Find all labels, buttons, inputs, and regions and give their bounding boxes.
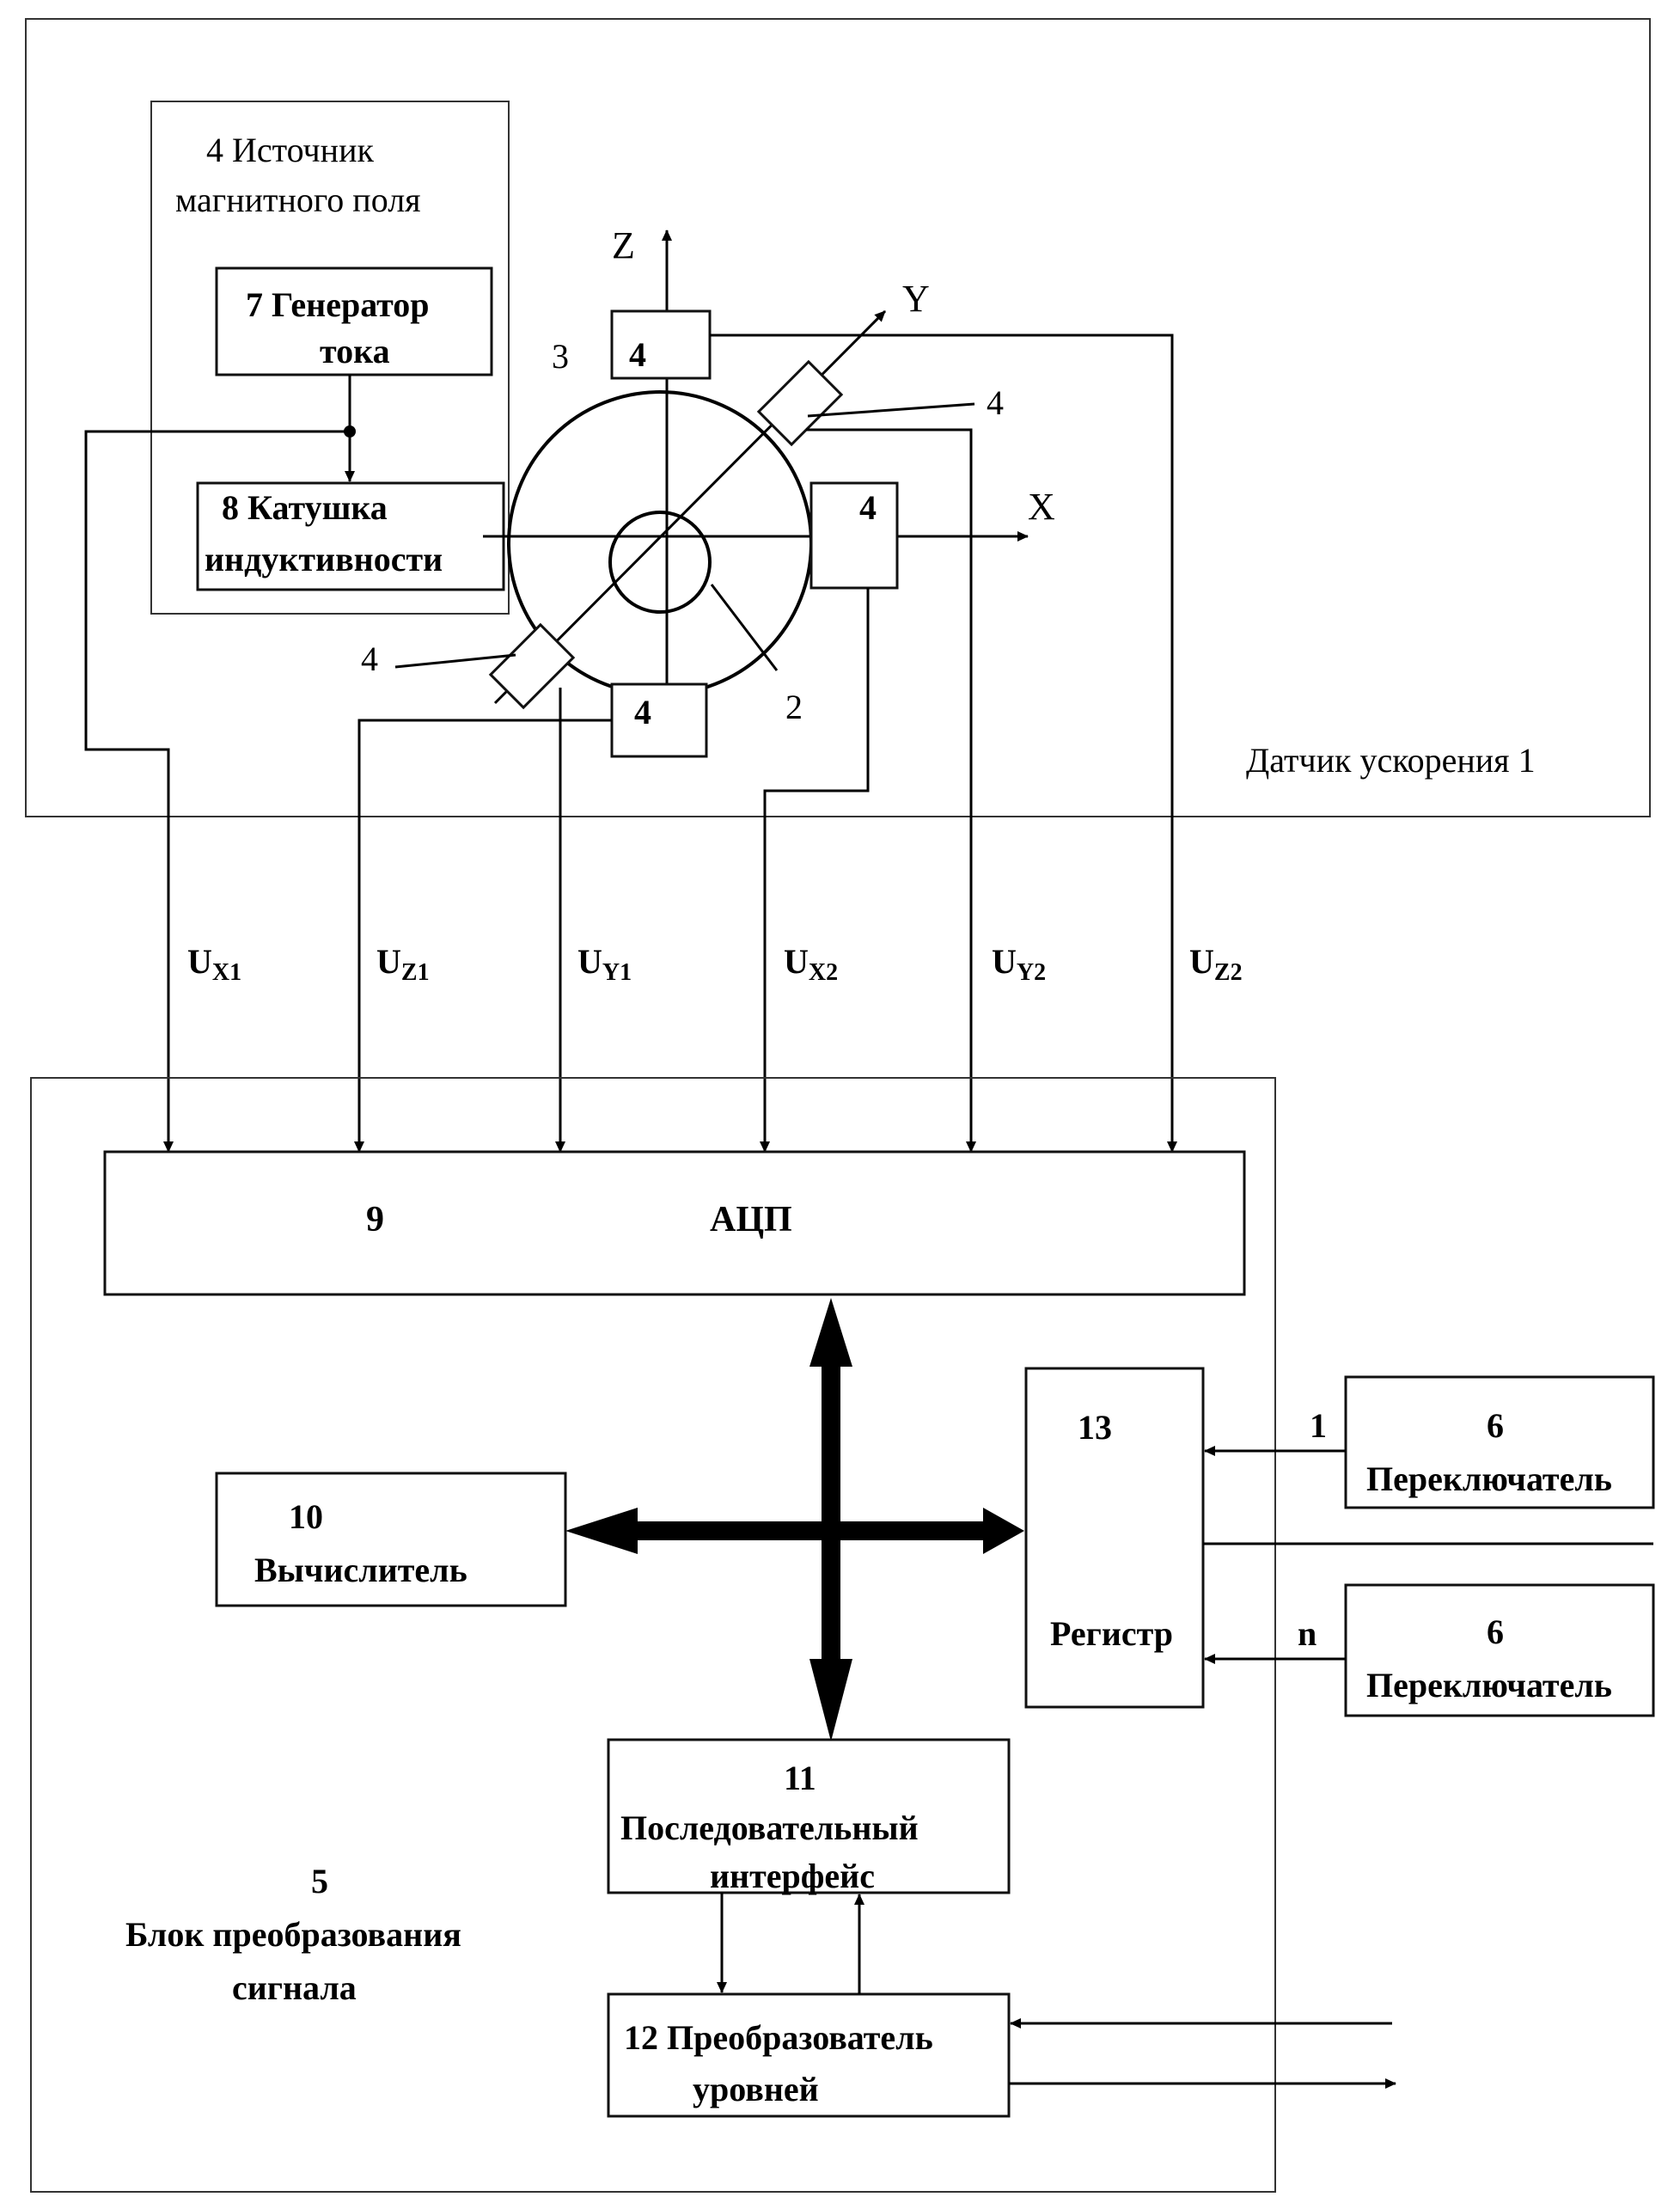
serial-number: 11: [784, 1759, 816, 1797]
adc-label: АЦП: [710, 1200, 792, 1239]
serial-label-1: Последовательный: [620, 1808, 919, 1847]
x-axis-label: X: [1028, 486, 1055, 528]
sensor-x-right-tag: 4: [859, 488, 877, 527]
sensor-y-lower-tag: 4: [361, 639, 378, 678]
serial-label-2: интерфейс: [710, 1857, 875, 1895]
sensor-z-top-tag: 4: [629, 335, 646, 374]
inertial-mass-label: 2: [785, 688, 803, 726]
adc-number: 9: [366, 1200, 384, 1239]
converter-number: 5: [311, 1862, 328, 1900]
converter-title-2: сигнала: [232, 1968, 357, 2007]
computer-number: 10: [289, 1497, 323, 1536]
converter-title-1: Блок преобразования: [125, 1915, 461, 1954]
switch-n-number: 6: [1487, 1612, 1504, 1651]
inertial-mass: [610, 512, 710, 612]
field-source-title-2: магнитного поля: [175, 181, 421, 219]
sensor-y-lower-leader: [395, 655, 516, 667]
register-number: 13: [1078, 1408, 1112, 1447]
wire-ux2: [765, 588, 868, 1152]
level-converter-label-2: уровней: [693, 2070, 819, 2108]
sensor-y-upper-leader: [808, 404, 974, 416]
register-block: [1026, 1368, 1203, 1707]
sensor-title: Датчик ускорения 1: [1246, 741, 1536, 780]
register-label: Регистр: [1050, 1614, 1173, 1653]
wire-uz1: [359, 720, 612, 1152]
sensor-z-bottom-tag: 4: [634, 693, 651, 731]
z-axis-label: Z: [612, 224, 635, 266]
inductance-coil-label-1: 8 Катушка: [222, 488, 388, 527]
signal-uz2: UZ2: [1189, 942, 1243, 986]
switch-1-number: 6: [1487, 1406, 1504, 1445]
level-converter-label-1: 12 Преобразователь: [624, 2018, 933, 2057]
sensor-body-label: 3: [552, 337, 569, 376]
field-source-title-1: 4 Источник: [206, 131, 374, 169]
inductance-coil-label-2: индуктивности: [205, 540, 443, 578]
switch-1-input-label: 1: [1310, 1406, 1327, 1445]
switch-1-label: Переключатель: [1366, 1459, 1612, 1498]
current-generator-label-2: тока: [320, 332, 390, 370]
sensor-x-right: [811, 483, 897, 588]
signal-uy2: UY2: [992, 942, 1046, 986]
computer-label: Вычислитель: [254, 1551, 467, 1589]
signal-uy1: UY1: [577, 942, 632, 986]
sensor-z-bottom: [612, 684, 706, 756]
data-bus: [565, 1298, 1024, 1741]
sensor-z-top: [612, 311, 710, 378]
switch-n-input-label: n: [1298, 1614, 1317, 1653]
switch-n-label: Переключатель: [1366, 1666, 1612, 1704]
adc-block: [105, 1152, 1244, 1294]
signal-uz1: UZ1: [376, 942, 430, 986]
current-generator-label-1: 7 Генератор: [246, 285, 430, 324]
signal-ux1: UX1: [187, 942, 241, 986]
sensor-y-upper-tag: 4: [987, 383, 1004, 422]
signal-ux2: UX2: [784, 942, 838, 986]
y-axis-label: Y: [902, 278, 930, 320]
sensor-y-upper: [759, 362, 841, 444]
